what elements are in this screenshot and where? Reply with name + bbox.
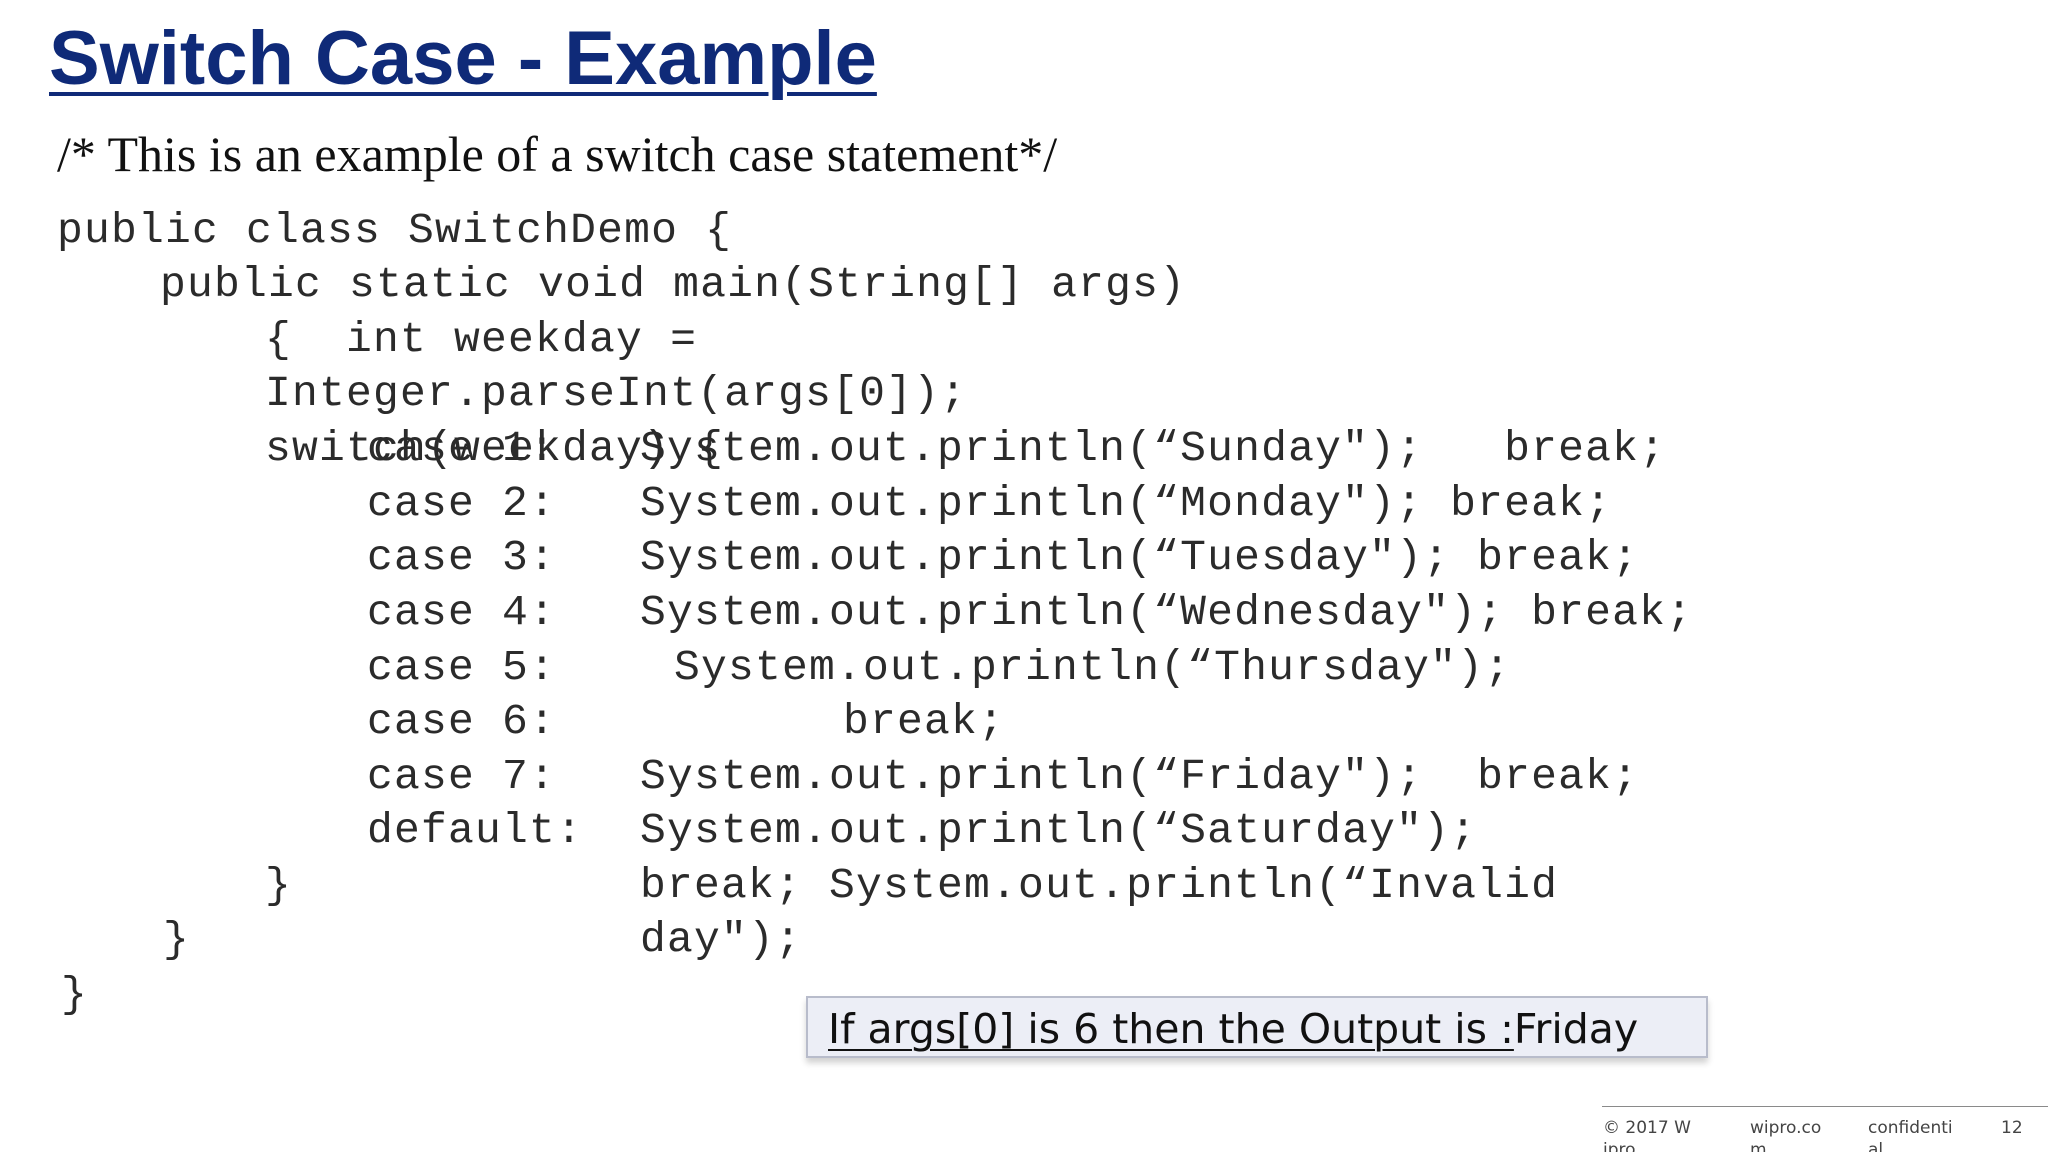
slide-title: Switch Case - Example <box>49 16 877 101</box>
case-label-2: case 2: <box>367 479 557 528</box>
footer-page-number: 12 <box>2001 1118 2023 1138</box>
default-stmt: System.out.println(“Saturday"); <box>640 806 1478 855</box>
callout-condition: If args[0] is 6 then the Output is : <box>828 1005 1514 1053</box>
code-line-weekday-decl: { int weekday = <box>265 315 698 364</box>
case-label-1: case 1: <box>367 424 557 473</box>
case-stmt-4: System.out.println(“Wednesday"); break; <box>640 588 1694 637</box>
case-label-4: case 4: <box>367 588 557 637</box>
code-comment: /* This is an example of a switch case s… <box>57 126 1058 182</box>
code-line-main: public static void main(String[] args) <box>160 260 1187 309</box>
case-stmt-1: System.out.println(“Sunday"); break; <box>640 424 1667 473</box>
case-label-3: case 3: <box>367 533 557 582</box>
callout-text: If args[0] is 6 then the Output is :Frid… <box>828 1004 1638 1054</box>
footer-copyright: © 2017 Wipro <box>1603 1118 1691 1152</box>
default-stmt-wrap-1: break; System.out.println(“Invalid <box>640 861 1559 910</box>
footer-divider <box>1602 1106 2048 1107</box>
default-label: default: <box>367 806 584 855</box>
case-stmt-3: System.out.println(“Tuesday"); break; <box>640 533 1640 582</box>
case-stmt-5: System.out.println(“Thursday"); <box>674 643 1512 692</box>
case-stmt-7: System.out.println(“Friday"); break; <box>640 752 1640 801</box>
footer-confidential: confidential <box>1868 1118 1953 1152</box>
case-stmt-2: System.out.println(“Monday"); break; <box>640 479 1613 528</box>
class-closing-brace: } <box>61 970 89 1019</box>
case-stmt-6: break; <box>843 697 1006 746</box>
code-line-class: public class SwitchDemo { <box>57 206 733 255</box>
case-label-5: case 5: <box>367 643 557 692</box>
code-line-switch: switch(weekday) { <box>265 424 725 473</box>
footer-site: wipro.com <box>1750 1118 1822 1152</box>
main-closing-brace: } <box>163 915 191 964</box>
callout-output: Friday <box>1513 1005 1639 1053</box>
case-label-6: case 6: <box>367 697 557 746</box>
code-line-parseint: Integer.parseInt(args[0]); <box>265 369 968 418</box>
case-label-7: case 7: <box>367 752 557 801</box>
default-stmt-wrap-2: day"); <box>640 915 803 964</box>
output-callout: If args[0] is 6 then the Output is :Frid… <box>806 996 1708 1058</box>
switch-closing-brace: } <box>265 861 293 910</box>
